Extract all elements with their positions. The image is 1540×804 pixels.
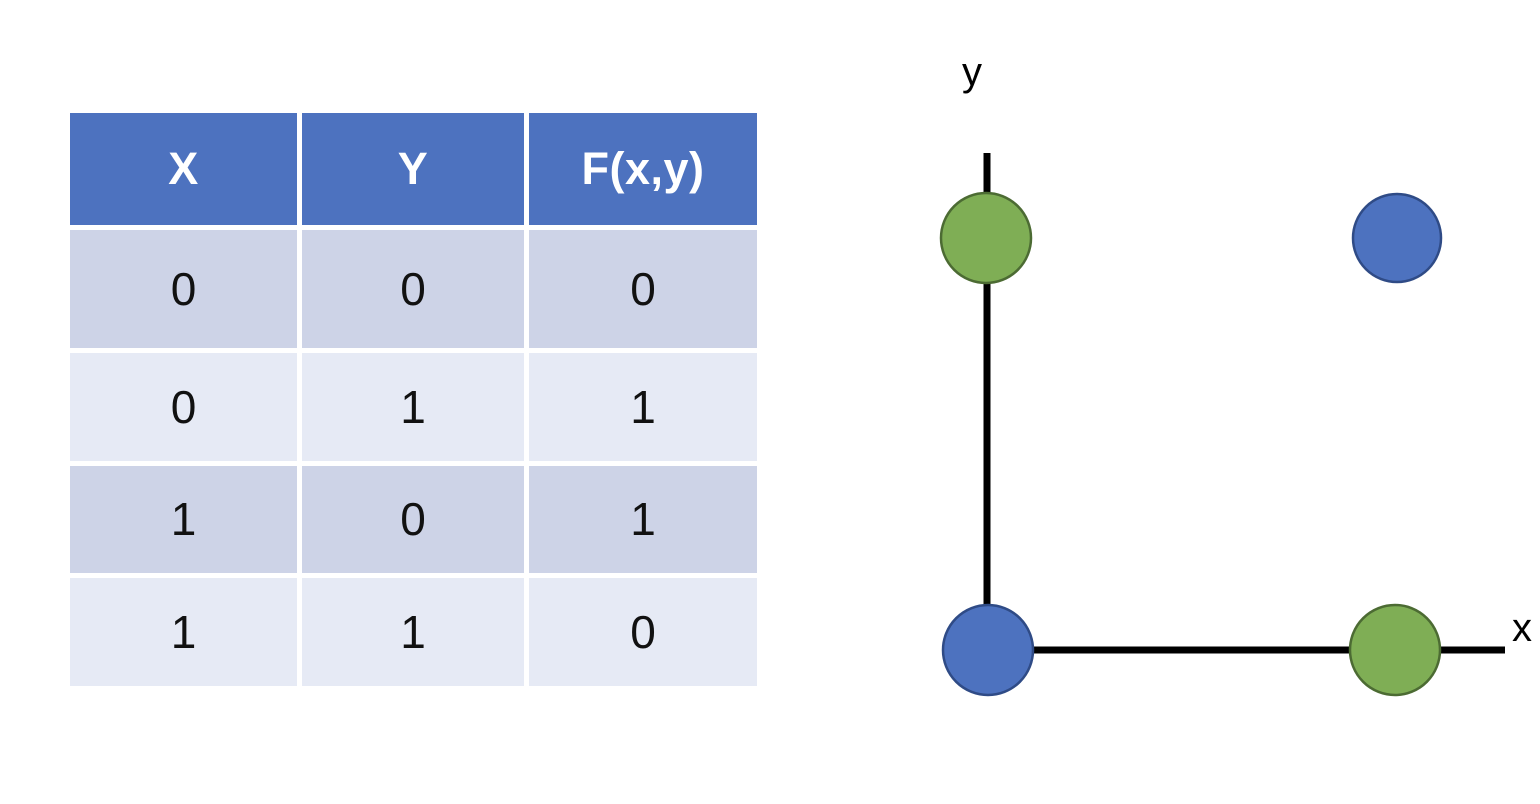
table-cell: 0 [302, 230, 524, 348]
table-header-cell-x: X [70, 113, 297, 225]
truth-table: X Y F(x,y) 0 0 0 0 1 1 1 0 1 1 1 0 [70, 113, 757, 686]
y-axis-label: y [962, 50, 982, 94]
table-cell: 0 [302, 465, 524, 574]
table-header-cell-y: Y [302, 113, 524, 225]
table-cell: 0 [529, 230, 757, 348]
x-axis-label: x [1512, 606, 1532, 650]
table-cell: 1 [70, 578, 297, 686]
table-header-cell-f: F(x,y) [529, 113, 757, 225]
graph-panel: y x [880, 0, 1540, 804]
table-cell: 0 [70, 230, 297, 348]
table-cell: 0 [70, 353, 297, 461]
node-top-right-blue[interactable] [1351, 192, 1443, 284]
table-cell: 1 [529, 465, 757, 574]
table-cell: 1 [70, 465, 297, 574]
node-bottom-left-blue[interactable] [941, 603, 1035, 697]
graph-canvas [939, 153, 1505, 697]
table-cell: 0 [529, 578, 757, 686]
table-cell: 1 [302, 578, 524, 686]
table-cell: 1 [302, 353, 524, 461]
node-bottom-right-green[interactable] [1348, 603, 1442, 697]
node-top-left-green[interactable] [939, 191, 1033, 285]
table-cell: 1 [529, 353, 757, 461]
